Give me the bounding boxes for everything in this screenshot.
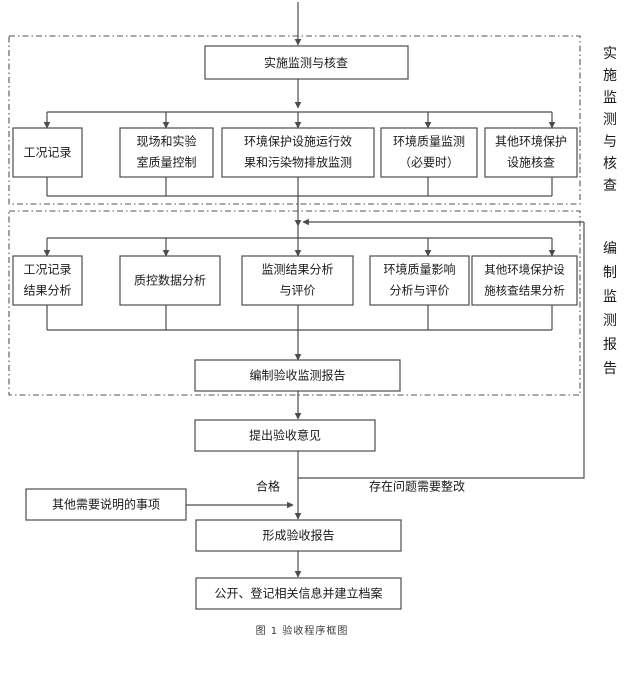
stage-label-char: 核 — [603, 156, 617, 172]
node-other-env-facility-verification-analysis[interactable]: 其他环境保护设 施核查结果分析 — [471, 255, 578, 306]
node-label-line2: 室质量控制 — [136, 155, 196, 170]
stage-label-char: 监 — [603, 90, 617, 106]
stage-label-char: 实 — [603, 46, 617, 62]
group-implement-monitoring — [8, 35, 581, 205]
node-label: 工况记录 — [23, 146, 71, 160]
node-label-line1: 现场和实验 — [136, 134, 196, 149]
node-label: 形成验收报告 — [262, 528, 334, 543]
node-label: 提出验收意见 — [249, 428, 321, 443]
node-qc-data-analysis[interactable]: 质控数据分析 — [119, 255, 221, 306]
stage-label-char: 测 — [603, 112, 617, 128]
edge-label-rework: 存在问题需要整改 — [369, 479, 465, 494]
node-label-line2: 设施核查 — [507, 156, 555, 170]
node-environmental-quality-monitoring[interactable]: 环境质量监测 （必要时） — [380, 127, 478, 178]
node-label-line2: 分析与评价 — [389, 284, 449, 298]
node-label: 编制验收监测报告 — [249, 368, 345, 383]
node-label-line2: 与评价 — [279, 284, 315, 298]
node-label-line1: 环境保护设施运行效 — [244, 134, 352, 149]
node-monitoring-result-analysis-evaluation[interactable]: 监测结果分析 与评价 — [241, 255, 354, 306]
node-label-line1: 其他环境保护 — [495, 134, 567, 149]
stage-label-char: 编 — [603, 241, 617, 257]
node-working-condition-record-analysis[interactable]: 工况记录 结果分析 — [12, 255, 83, 306]
figure-caption: 图 1 验收程序框图 — [256, 624, 349, 637]
node-site-and-lab-quality-control[interactable]: 现场和实验 室质量控制 — [119, 127, 214, 178]
stage-label-char: 查 — [603, 178, 617, 194]
stage-label-char: 测 — [603, 313, 617, 329]
node-label: 其他需要说明的事项 — [52, 497, 160, 512]
node-label-line1: 环境质量影响 — [383, 262, 455, 277]
node-other-matters[interactable]: 其他需要说明的事项 — [25, 488, 187, 521]
node-working-condition-record[interactable]: 工况记录 — [12, 127, 83, 178]
node-form-report[interactable]: 形成验收报告 — [195, 519, 402, 552]
node-label-line1: 环境质量监测 — [393, 134, 465, 149]
node-label-line2: （必要时） — [399, 156, 459, 170]
node-label: 公开、登记相关信息并建立档案 — [214, 586, 382, 601]
stage-label-implement-monitoring: 实 施 监 测 与 核 查 — [603, 46, 617, 194]
node-label-line2: 果和污染物排放监测 — [244, 155, 352, 170]
stage-label-char: 与 — [603, 134, 617, 150]
node-label-line2: 施核查结果分析 — [484, 284, 565, 298]
node-other-env-facility-verification[interactable]: 其他环境保护 设施核查 — [484, 127, 578, 178]
node-env-facility-effect-and-pollutant-discharge-monitoring[interactable]: 环境保护设施运行效 果和污染物排放监测 — [221, 127, 375, 178]
edge-rework-loop — [298, 222, 585, 479]
stage-label-char: 制 — [603, 265, 617, 281]
stage-label-char: 监 — [603, 289, 617, 305]
node-propose-opinion[interactable]: 提出验收意见 — [194, 419, 376, 452]
node-publish-register[interactable]: 公开、登记相关信息并建立档案 — [195, 577, 402, 610]
node-label-line1: 工况记录 — [23, 263, 71, 277]
edge-label-pass: 合格 — [256, 479, 280, 494]
node-label: 实施监测与核查 — [264, 55, 348, 70]
group-compile-report — [8, 210, 581, 396]
node-label-line1: 其他环境保护设 — [484, 263, 565, 277]
node-implement-monitoring[interactable]: 实施监测与核查 — [204, 45, 409, 80]
stage-label-char: 报 — [603, 337, 617, 353]
stage-label-compile-report: 编 制 监 测 报 告 — [603, 241, 617, 377]
stage-label-char: 施 — [603, 68, 617, 84]
node-label-line2: 结果分析 — [23, 284, 71, 298]
stage-label-char: 告 — [603, 361, 617, 377]
node-environmental-quality-impact-analysis[interactable]: 环境质量影响 分析与评价 — [369, 255, 470, 306]
node-label-line1: 监测结果分析 — [261, 263, 333, 277]
node-compile-report[interactable]: 编制验收监测报告 — [194, 359, 401, 392]
node-label: 质控数据分析 — [134, 273, 206, 288]
